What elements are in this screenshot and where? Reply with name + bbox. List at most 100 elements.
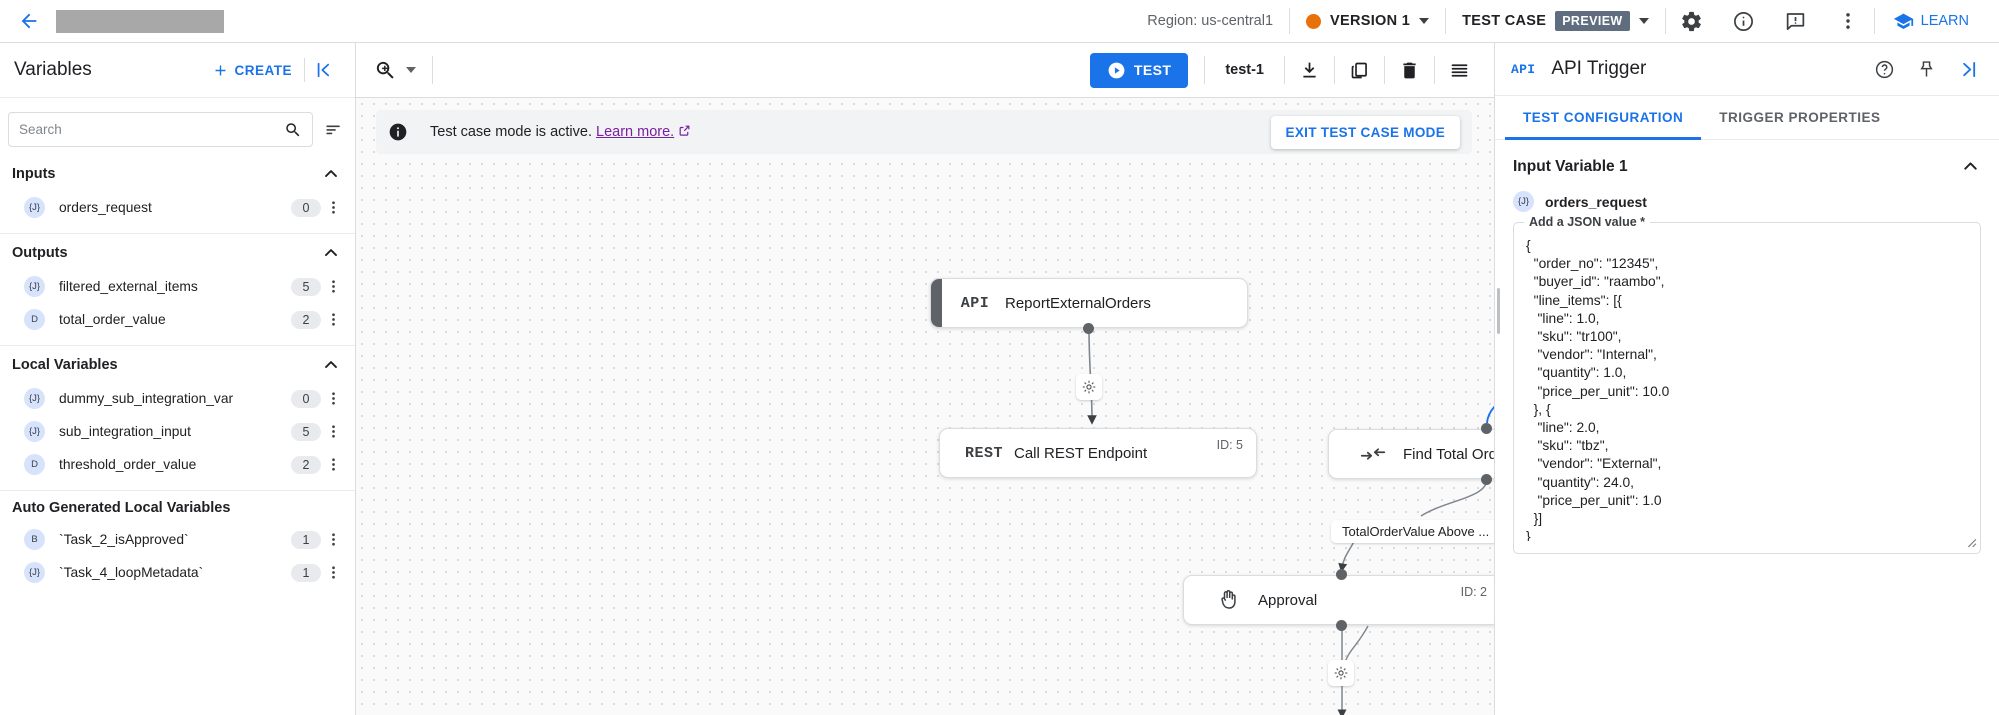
chevron-down-icon — [1419, 18, 1430, 24]
tab-test-configuration[interactable]: TEST CONFIGURATION — [1505, 96, 1702, 140]
variable-type-badge: {J} — [1513, 191, 1534, 212]
divider — [1664, 8, 1666, 34]
variable-row[interactable]: {J} dummy_sub_integration_var 0 — [0, 382, 355, 415]
section-header-inputs[interactable]: Inputs — [0, 157, 355, 191]
test-case-banner: Test case mode is active. Learn more. EX… — [376, 110, 1472, 154]
node-call-rest-endpoint[interactable]: REST Call REST Endpoint ID: 5 — [939, 428, 1257, 478]
panel-body: Input Variable 1 {J} orders_request Add … — [1495, 140, 1999, 715]
node-title: ReportExternalOrders — [1005, 294, 1151, 312]
more-vert-icon[interactable] — [321, 531, 345, 548]
search-input[interactable] — [19, 122, 284, 137]
divider — [304, 58, 305, 82]
learn-button[interactable]: LEARN — [1875, 11, 1985, 32]
panel-scrollbar[interactable] — [1497, 288, 1500, 334]
more-vert-icon[interactable] — [1822, 0, 1874, 43]
collapse-left-icon[interactable] — [305, 60, 343, 80]
chevron-up-icon[interactable] — [321, 243, 341, 263]
banner-message: Test case mode is active. Learn more. — [430, 124, 691, 140]
input-variable-header[interactable]: Input Variable 1 — [1513, 156, 1981, 177]
section-title: Auto Generated Local Variables — [12, 500, 231, 516]
test-button[interactable]: TEST — [1089, 52, 1189, 88]
download-icon[interactable] — [1285, 43, 1334, 98]
variable-count: 2 — [291, 310, 321, 329]
node-port[interactable] — [1481, 474, 1492, 485]
flow-canvas[interactable]: Test case mode is active. Learn more. EX… — [356, 98, 1494, 715]
edge-condition-label[interactable]: TotalOrderValue Above ... — [1331, 520, 1494, 543]
chevron-up-icon[interactable] — [321, 164, 341, 184]
more-vert-icon[interactable] — [321, 456, 345, 473]
test-label: TEST — [1133, 62, 1172, 78]
chevron-up-icon[interactable] — [1960, 156, 1981, 177]
node-port[interactable] — [1083, 323, 1094, 334]
delete-icon[interactable] — [1385, 43, 1434, 98]
variable-name: `Task_4_loopMetadata` — [59, 565, 204, 580]
variable-row[interactable]: {J} `Task_4_loopMetadata` 1 — [0, 556, 355, 589]
version-selector[interactable]: VERSION 1 — [1290, 13, 1445, 29]
variable-name: orders_request — [59, 200, 152, 215]
more-vert-icon[interactable] — [321, 564, 345, 581]
variable-type-badge: D — [24, 309, 45, 330]
more-vert-icon[interactable] — [321, 199, 345, 216]
variable-name: filtered_external_items — [59, 279, 198, 294]
divider — [1289, 8, 1291, 34]
create-variable-button[interactable]: CREATE — [212, 62, 304, 79]
node-port[interactable] — [1481, 423, 1492, 434]
json-field-label: Add a JSON value * — [1524, 215, 1651, 229]
region-label: Region: us-central1 — [1147, 13, 1274, 29]
variable-row[interactable]: D total_order_value 2 — [0, 303, 355, 336]
variable-row[interactable]: {J} sub_integration_input 5 — [0, 415, 355, 448]
edge-gear-icon[interactable] — [1328, 660, 1354, 686]
variable-row[interactable]: D threshold_order_value 2 — [0, 448, 355, 481]
more-vert-icon[interactable] — [321, 390, 345, 407]
zoom-control[interactable] — [374, 59, 432, 82]
resize-handle-icon[interactable] — [1964, 535, 1977, 551]
collapse-right-icon[interactable] — [1947, 48, 1989, 91]
node-report-external-orders[interactable]: API ReportExternalOrders — [930, 278, 1248, 328]
feedback-icon[interactable] — [1770, 0, 1822, 43]
chevron-up-icon[interactable] — [321, 355, 341, 375]
preview-badge: PREVIEW — [1555, 11, 1630, 31]
node-port[interactable] — [1336, 620, 1347, 631]
node-approval[interactable]: Approval ID: 2 — [1183, 575, 1494, 625]
variable-count: 2 — [291, 455, 321, 474]
exit-test-case-mode-button[interactable]: EXIT TEST CASE MODE — [1270, 115, 1460, 149]
section-header-outputs[interactable]: Outputs — [0, 236, 355, 270]
gear-icon[interactable] — [1666, 0, 1718, 43]
edge-gear-icon[interactable] — [1076, 374, 1102, 400]
sidebar-search-row — [0, 98, 355, 157]
node-port[interactable] — [1336, 569, 1347, 580]
list-icon[interactable] — [1435, 43, 1484, 98]
section-header-local-variables[interactable]: Local Variables — [0, 348, 355, 382]
section-header-auto-generated[interactable]: Auto Generated Local Variables — [0, 493, 355, 523]
more-vert-icon[interactable] — [321, 311, 345, 328]
more-vert-icon[interactable] — [321, 423, 345, 440]
pin-icon[interactable] — [1905, 48, 1947, 91]
tab-trigger-properties[interactable]: TRIGGER PROPERTIES — [1719, 110, 1881, 125]
canvas-column: TEST test-1 — [356, 43, 1494, 715]
variables-list[interactable]: Inputs {J} orders_request 0 Outputs — [0, 157, 355, 715]
variable-type-badge: {J} — [24, 197, 45, 218]
variable-row[interactable]: {J} orders_request 0 — [0, 191, 355, 224]
search-box[interactable] — [8, 112, 313, 147]
variable-name: dummy_sub_integration_var — [59, 391, 234, 406]
info-icon[interactable] — [1718, 0, 1770, 43]
test-case-name[interactable]: test-1 — [1225, 62, 1264, 78]
help-icon[interactable] — [1863, 48, 1905, 91]
more-vert-icon[interactable] — [321, 278, 345, 295]
divider — [0, 490, 355, 491]
json-value-input[interactable] — [1526, 237, 1968, 541]
json-value-field[interactable]: Add a JSON value * — [1513, 215, 1981, 554]
learn-more-link[interactable]: Learn more. — [596, 124, 675, 140]
variable-row[interactable]: {J} filtered_external_items 5 — [0, 270, 355, 303]
divider — [1334, 56, 1335, 84]
variable-name: threshold_order_value — [59, 457, 197, 472]
trigger-accent-bar — [931, 279, 942, 327]
back-arrow-icon[interactable] — [14, 6, 44, 36]
variable-row[interactable]: B `Task_2_isApproved` 1 — [0, 523, 355, 556]
node-find-total-order-price[interactable]: Find Total Order Price ID: 1 — [1328, 429, 1494, 479]
copy-icon[interactable] — [1335, 43, 1384, 98]
test-case-selector[interactable]: TEST CASE PREVIEW — [1446, 11, 1665, 31]
sort-icon[interactable] — [319, 115, 347, 145]
input-variable-heading: Input Variable 1 — [1513, 157, 1628, 175]
